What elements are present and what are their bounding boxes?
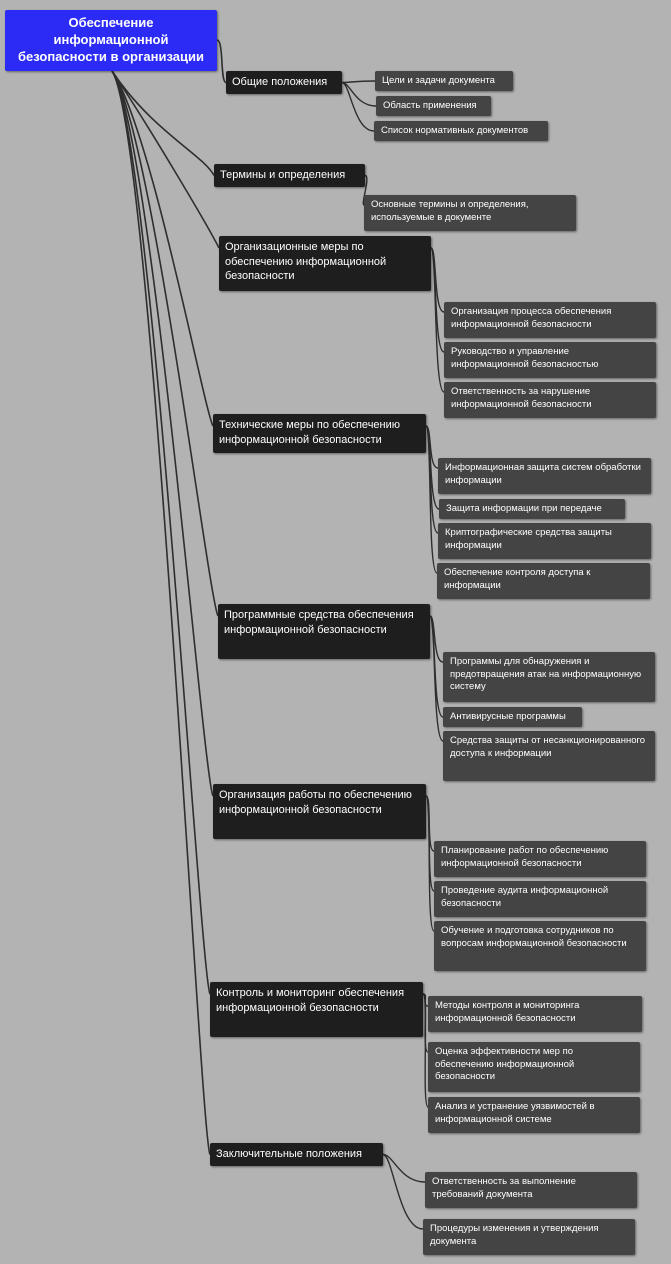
root-connector (216, 39, 227, 84)
subtopic-node[interactable]: Ответственность за выполнение требований… (425, 1172, 637, 1208)
subtopic-node[interactable]: Информационная защита систем обработки и… (438, 458, 651, 494)
subtopic-node[interactable]: Обучение и подготовка сотрудников по воп… (434, 921, 646, 971)
branch-connector (422, 993, 429, 1108)
subtopic-node[interactable]: Антивирусные программы (443, 707, 582, 727)
root-connector (111, 70, 211, 1155)
subtopic-node[interactable]: Криптографические средства защиты информ… (438, 523, 651, 559)
subtopic-node[interactable]: Обеспечение контроля доступа к информаци… (437, 563, 650, 599)
section-node[interactable]: Технические меры по обеспечению информац… (213, 414, 426, 453)
root-connector (111, 70, 211, 995)
root-connector (111, 70, 220, 249)
branch-connector (382, 1153, 424, 1230)
branch-connector (425, 795, 435, 932)
branch-connector (429, 615, 444, 742)
branch-connector (341, 81, 377, 107)
section-node[interactable]: Организация работы по обеспечению информ… (213, 784, 426, 839)
root-connector (111, 70, 214, 427)
subtopic-node[interactable]: Цели и задачи документа (375, 71, 513, 91)
branch-connector (430, 247, 445, 393)
branch-connector (425, 795, 435, 852)
subtopic-node[interactable]: Планирование работ по обеспечению информ… (434, 841, 646, 877)
section-node[interactable]: Контроль и мониторинг обеспечения информ… (210, 982, 423, 1037)
subtopic-node[interactable]: Защита информации при передаче (439, 499, 625, 519)
subtopic-node[interactable]: Руководство и управление информационной … (444, 342, 656, 378)
section-node[interactable]: Общие положения (226, 71, 342, 94)
subtopic-node[interactable]: Оценка эффективности мер по обеспечению … (428, 1042, 640, 1092)
branch-connector (362, 174, 368, 206)
subtopic-node[interactable]: Процедуры изменения и утверждения докуме… (423, 1219, 635, 1255)
branch-connector (382, 1153, 426, 1183)
root-connector (111, 70, 219, 617)
subtopic-node[interactable]: Методы контроля и мониторинга информацио… (428, 996, 642, 1032)
root-connector (111, 70, 215, 176)
subtopic-node[interactable]: Основные термины и определения, использу… (364, 195, 576, 231)
subtopic-node[interactable]: Средства защиты от несанкционированного … (443, 731, 655, 781)
section-node[interactable]: Программные средства обеспечения информа… (218, 604, 430, 659)
subtopic-node[interactable]: Организация процесса обеспечения информа… (444, 302, 656, 338)
subtopic-node[interactable]: Ответственность за нарушение информацион… (444, 382, 656, 418)
subtopic-node[interactable]: Область применения (376, 96, 491, 116)
branch-connector (425, 425, 438, 574)
section-node[interactable]: Организационные меры по обеспечению инфо… (219, 236, 431, 291)
root-topic[interactable]: Обеспечение информационной безопасности … (5, 10, 217, 71)
section-node[interactable]: Термины и определения (214, 164, 365, 187)
subtopic-node[interactable]: Проведение аудита информационной безопас… (434, 881, 646, 917)
subtopic-node[interactable]: Анализ и устранение уязвимостей в информ… (428, 1097, 640, 1133)
branch-connector (341, 80, 376, 84)
root-connector (111, 70, 214, 797)
subtopic-node[interactable]: Список нормативных документов (374, 121, 548, 141)
branch-connector (341, 81, 375, 132)
subtopic-node[interactable]: Программы для обнаружения и предотвращен… (443, 652, 655, 702)
section-node[interactable]: Заключительные положения (210, 1143, 383, 1166)
